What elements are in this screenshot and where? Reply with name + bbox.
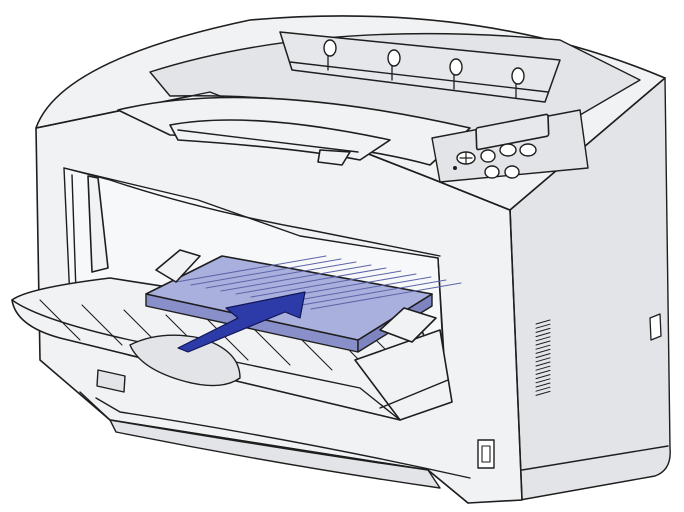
side-front-edge — [509, 77, 666, 211]
vent-slat — [535, 336, 551, 342]
panel-indicator-light — [453, 166, 457, 170]
panel-button — [480, 149, 496, 163]
paper-line — [295, 279, 447, 307]
insert-arrow-icon — [177, 291, 306, 353]
side-panel — [509, 77, 671, 501]
vent-slat — [535, 348, 551, 354]
paper-guide-left — [155, 249, 201, 283]
vent-slat — [535, 374, 551, 380]
vent-slat — [535, 327, 551, 333]
output-roller — [323, 39, 337, 57]
vent-slat — [535, 319, 551, 325]
front-slot-icon — [477, 439, 495, 469]
panel-button — [519, 143, 537, 157]
operator-panel-buttons — [453, 143, 537, 179]
vent-slat — [535, 323, 551, 329]
paper-line — [220, 264, 372, 292]
vent-slat — [535, 353, 551, 359]
base-lower-recess — [109, 419, 441, 489]
vent-slat — [535, 390, 551, 396]
vent-slat — [535, 369, 551, 375]
tray-rib — [207, 319, 249, 361]
panel-button — [504, 165, 520, 179]
output-rollers — [323, 39, 525, 99]
output-roller — [511, 67, 525, 85]
panel-button — [484, 165, 500, 179]
output-slot — [279, 31, 561, 103]
printer-base — [79, 369, 495, 504]
output-roller — [449, 58, 463, 76]
paper-line — [175, 255, 327, 283]
output-roller — [387, 49, 401, 67]
paper-line — [205, 261, 357, 289]
vent-slat — [535, 386, 551, 392]
panel-arrow-keys — [459, 152, 473, 164]
paper-line — [235, 267, 387, 295]
output-tray-tab — [317, 149, 351, 166]
output-slot-opening — [279, 31, 561, 103]
side-vents — [535, 319, 551, 396]
paper-line — [310, 282, 462, 310]
vent-slat — [535, 378, 551, 384]
paper-line — [190, 258, 342, 286]
paper-line — [280, 276, 432, 304]
side-port-icon — [649, 313, 662, 341]
operator-panel — [431, 109, 589, 183]
vent-slat — [535, 332, 551, 338]
tray-rib — [39, 299, 81, 341]
vent-slat — [535, 361, 551, 367]
front-badge — [96, 369, 126, 393]
side-front-vertical — [509, 209, 523, 501]
output-tray — [117, 96, 471, 166]
tray-handle — [129, 334, 241, 387]
paper-line — [250, 270, 402, 298]
vent-slat — [535, 382, 551, 388]
vent-slat — [535, 365, 551, 371]
paper-guide-right — [379, 307, 437, 343]
vent-slat — [535, 344, 551, 350]
tray-rib — [249, 324, 291, 366]
panel-button — [499, 143, 517, 157]
lcd-display-icon — [475, 113, 550, 151]
cavity-left-guide — [87, 175, 109, 273]
vent-slat — [535, 340, 551, 346]
tray-rib — [81, 304, 123, 346]
output-tray-extension — [169, 119, 391, 161]
vent-slat — [535, 357, 551, 363]
